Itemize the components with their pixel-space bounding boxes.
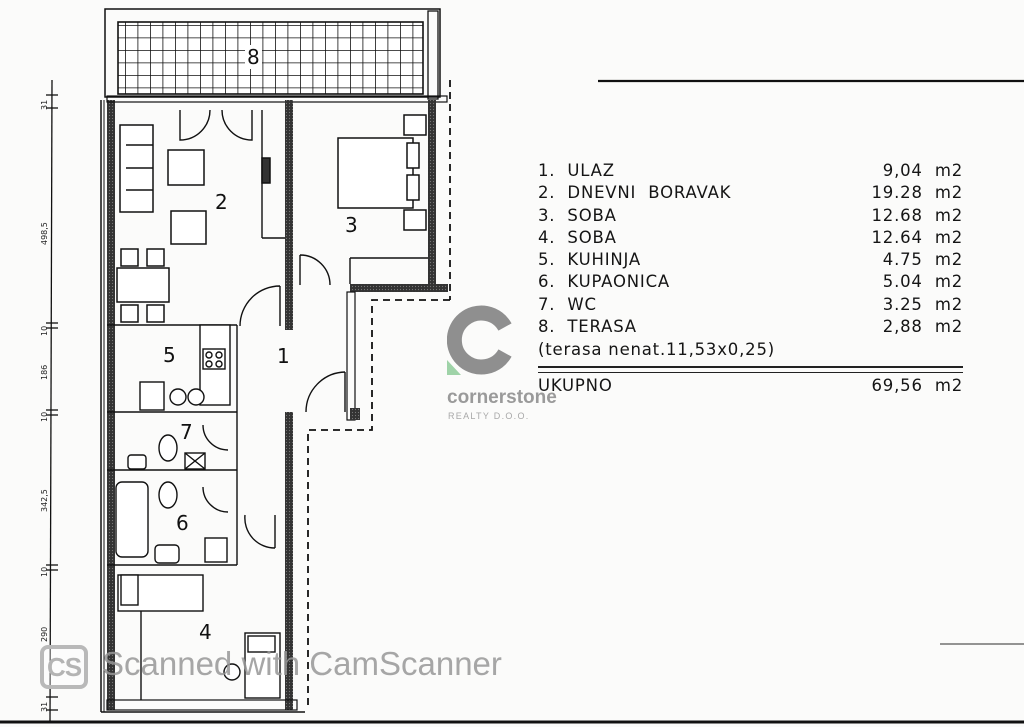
dimension-label: 186 bbox=[40, 364, 49, 380]
room-name: 2. DNEVNI BORAVAK bbox=[538, 183, 732, 203]
dimension-label: 10 bbox=[40, 325, 49, 336]
table-row: 8. TERASA 2,88 m2 bbox=[538, 316, 963, 338]
area-table: 1. ULAZ 9,04 m2 2. DNEVNI BORAVAK 19.28 m2… bbox=[538, 160, 963, 398]
dimension-label: 31 bbox=[40, 99, 49, 110]
dimension-label: 31 bbox=[40, 701, 49, 712]
room-area: 4.75 m2 bbox=[882, 250, 963, 270]
room-area: 12.68 m2 bbox=[871, 205, 963, 225]
dimension-label: 498,5 bbox=[40, 222, 49, 245]
table-row: 2. DNEVNI BORAVAK 19.28 m2 bbox=[538, 182, 963, 204]
dimension-label: 342,5 bbox=[40, 489, 49, 512]
dimension-label: 10 bbox=[40, 411, 49, 422]
total-row: UKUPNO 69,56 m2 bbox=[538, 375, 963, 397]
room-label-3: 3 bbox=[345, 213, 358, 237]
table-row: 4. SOBA 12.64 m2 bbox=[538, 227, 963, 249]
dimension-label: 10 bbox=[40, 566, 49, 577]
room-name: 3. SOBA bbox=[538, 205, 617, 225]
room-name: 7. WC bbox=[538, 294, 597, 314]
room-label-5: 5 bbox=[163, 343, 176, 367]
dimension-label: 290 bbox=[40, 626, 49, 642]
room-label-7: 7 bbox=[180, 420, 193, 444]
table-row: 5. KUHINJA 4.75 m2 bbox=[538, 249, 963, 271]
room-area: 3.25 m2 bbox=[882, 294, 963, 314]
room-name: 6. KUPAONICA bbox=[538, 272, 670, 292]
total-value: 69,56 m2 bbox=[871, 376, 963, 396]
room-area: 19.28 m2 bbox=[871, 183, 963, 203]
room-label-4: 4 bbox=[199, 620, 212, 644]
room-label-6: 6 bbox=[176, 511, 189, 535]
room-area: 9,04 m2 bbox=[882, 161, 963, 180]
camscanner-badge-text: CS bbox=[47, 652, 82, 682]
total-divider bbox=[538, 366, 963, 374]
brand-subtitle: REALTY D.O.O. bbox=[448, 411, 530, 421]
table-row: 7. WC 3.25 m2 bbox=[538, 294, 963, 316]
room-area: 12.64 m2 bbox=[871, 227, 963, 247]
room-name: 1. ULAZ bbox=[538, 161, 615, 180]
table-row: 3. SOBA 12.68 m2 bbox=[538, 205, 963, 227]
cornerstone-c-icon bbox=[447, 305, 512, 375]
room-name: 8. TERASA bbox=[538, 317, 637, 337]
room-label-2: 2 bbox=[215, 190, 228, 214]
table-row: 6. KUPAONICA 5.04 m2 bbox=[538, 271, 963, 293]
room-area: 5.04 m2 bbox=[882, 272, 963, 292]
room-name: 5. KUHINJA bbox=[538, 250, 641, 270]
room-area: 2,88 m2 bbox=[882, 317, 963, 337]
brand-name: cornerstone bbox=[447, 387, 557, 408]
camscanner-badge-icon: CS bbox=[40, 645, 88, 689]
room-label-8: 8 bbox=[245, 45, 262, 69]
table-row: 1. ULAZ 9,04 m2 bbox=[538, 160, 963, 182]
terrace-note: (terasa nenat.11,53x0,25) bbox=[538, 340, 775, 360]
camscanner-watermark: Scanned with CamScanner bbox=[102, 645, 502, 682]
total-label: UKUPNO bbox=[538, 376, 613, 396]
room-label-1: 1 bbox=[277, 344, 290, 368]
room-name: 4. SOBA bbox=[538, 227, 617, 247]
